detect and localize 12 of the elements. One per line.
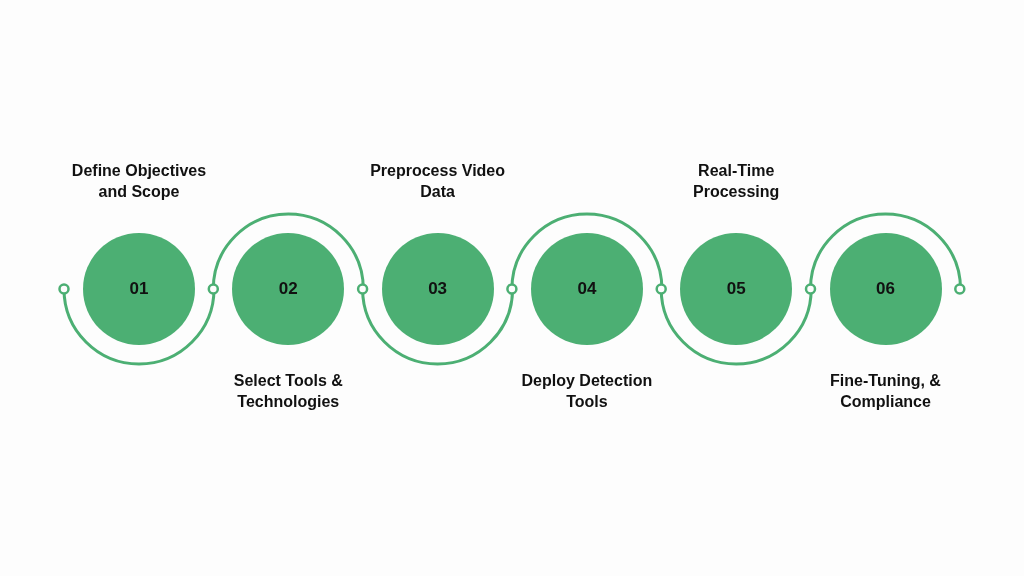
step-number: 05 — [726, 279, 746, 299]
step-number: 06 — [876, 279, 895, 299]
step-title: Real-Time Processing — [692, 161, 781, 202]
step-number: 04 — [577, 279, 597, 299]
step-number: 02 — [278, 279, 298, 299]
step-title: Deploy Detection Tools — [520, 371, 654, 412]
step-title: Fine-Tuning, & Compliance — [829, 371, 942, 412]
step-number: 03 — [428, 279, 448, 299]
step-title: Define Objectives and Scope — [70, 161, 208, 202]
step-title: Preprocess Video Data — [369, 161, 507, 202]
step-number: 01 — [129, 279, 149, 299]
step-title: Select Tools & Technologies — [232, 371, 344, 412]
